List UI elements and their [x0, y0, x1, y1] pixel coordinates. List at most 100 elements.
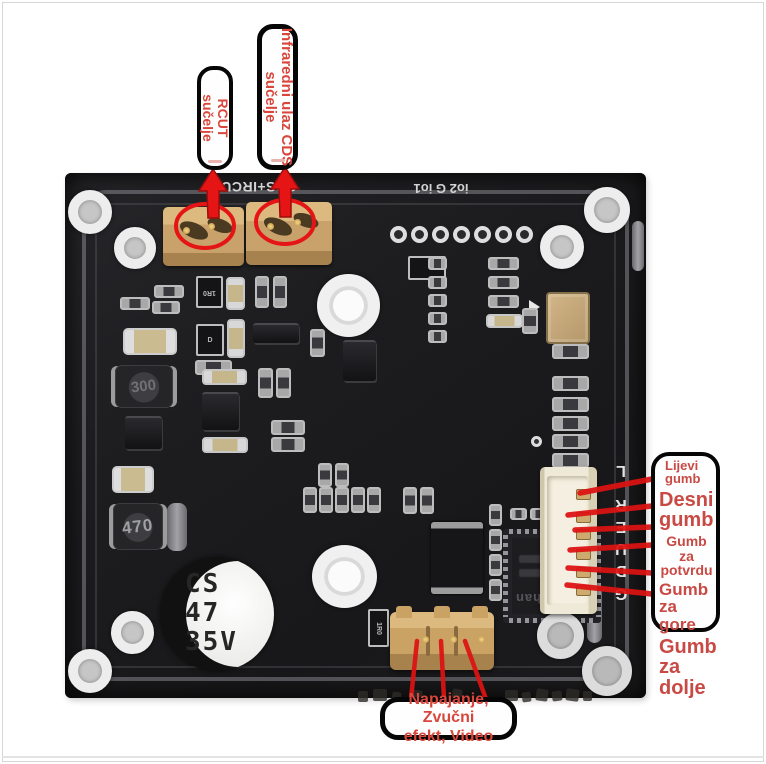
smd-component [428, 257, 447, 270]
osd-button-connector [540, 467, 597, 614]
silkscreen-letter: G [614, 585, 628, 602]
silkscreen-outline-inner [95, 203, 616, 668]
smd-component [123, 328, 177, 355]
smd-component [125, 416, 162, 449]
button-label-down: Gumb za dolje [659, 636, 717, 699]
button-label-right: Desni gumb [659, 488, 714, 531]
watermark-fragment [373, 689, 387, 701]
connector-key [396, 606, 412, 618]
smd-component [488, 276, 519, 289]
connector-pin [294, 219, 301, 226]
smd-component [271, 420, 305, 435]
watermark-fragment [565, 688, 580, 702]
smd-component [552, 397, 589, 412]
watermark-fragment [551, 690, 563, 702]
watermark-fragment [535, 688, 549, 702]
watermark-fragment [521, 691, 532, 703]
photo-bottom-edge [2, 756, 764, 758]
connector-pin-slot [576, 549, 591, 560]
silkscreen-letter: D [615, 562, 627, 579]
smd-component [367, 487, 381, 513]
rcut-callout-line2: sučelje [200, 94, 216, 142]
smd-component [552, 344, 589, 359]
watermark-fragment [505, 690, 518, 701]
button-label-confirm: Gumb za potvrdu [660, 533, 713, 578]
smd-component [428, 294, 447, 307]
watermark-fragment [358, 691, 368, 702]
power-callout-line2: efekt, Video [403, 727, 494, 745]
smd-component [335, 487, 349, 513]
mounting-hole [536, 611, 584, 659]
smd-component [202, 369, 247, 385]
electrolytic-capacitor: CS 47 35V [160, 557, 274, 671]
connector-pin-slot [576, 489, 591, 500]
smd-component [488, 295, 519, 308]
smd-component [226, 277, 245, 310]
rcut-callout: RCUT sučelje [197, 66, 233, 170]
silkscreen-letter: R [615, 496, 627, 513]
inductor-value: 470 [121, 514, 155, 538]
inductor-470: 470 [113, 503, 163, 550]
chip-pins-right [596, 535, 601, 617]
button-label-up: Gumb za gore [659, 580, 709, 634]
silkscreen-cds-ircut-label: CDS+IRCUT- [207, 179, 297, 195]
part-mark: D [207, 336, 213, 344]
mounting-hole [582, 646, 632, 696]
ir-cds-callout-line1: Infraredni ulaz CDS [277, 27, 295, 167]
buttons-callout: Lijevi gumb Desni gumb Gumb za potvrdu G… [651, 452, 720, 698]
mounting-hole [68, 190, 112, 234]
cds-connector [246, 202, 332, 265]
through-hole [453, 226, 470, 243]
through-hole [432, 226, 449, 243]
connector-pin-slot [576, 567, 591, 578]
capacitor-label: CS 47 35V [185, 569, 238, 657]
smd-component: D [196, 324, 224, 356]
smd-component [431, 522, 483, 594]
capacitor-top [186, 561, 274, 667]
connector-pin [267, 223, 274, 230]
crystal-oscillator [546, 292, 590, 344]
power-av-connector [390, 606, 494, 670]
smd-component [273, 276, 287, 308]
connector-pin [208, 223, 215, 230]
lens-mount-hole-top [317, 274, 380, 337]
smd-component [522, 308, 538, 334]
inductor-value: 300 [130, 376, 158, 397]
mounting-hole [584, 187, 630, 233]
silkscreen-letter: U [615, 540, 627, 557]
mounting-hole [540, 225, 584, 269]
smd-component [303, 487, 317, 513]
power-callout-line1: Napajanje, Zvučni [408, 690, 489, 727]
silkscreen-letter: E [615, 518, 627, 535]
through-hole [474, 226, 491, 243]
smd-component [489, 554, 502, 576]
smd-component [489, 529, 502, 551]
smd-component [258, 368, 273, 398]
smd-component [310, 329, 325, 357]
smd-component [552, 416, 589, 431]
connector-pin-slot [576, 585, 591, 596]
smd-component [154, 285, 184, 298]
ir-cds-callout: Infraredni ulaz CDS sučelje [257, 24, 298, 170]
smd-component [318, 463, 332, 487]
smd-component [152, 301, 180, 314]
silkscreen-io-label: io2 G io1 [413, 181, 469, 196]
connector-pin [450, 636, 457, 643]
connector-pin [422, 636, 429, 643]
smd-component [335, 463, 349, 487]
part-mark: 1R0 [375, 621, 382, 635]
ir-cds-callout-line2: sučelje [261, 71, 279, 123]
smd-component [319, 487, 333, 513]
smd-component [552, 453, 589, 468]
red-mark [270, 159, 285, 162]
inductor-300: 300 [115, 365, 173, 408]
smd-component [488, 257, 519, 270]
smd-component [167, 503, 187, 551]
smd-component [202, 392, 239, 430]
button-label-left: Lijevi gumb [665, 458, 701, 487]
rcut-callout-line1: RCUT [215, 98, 231, 138]
smd-component [428, 276, 447, 289]
smd-component [428, 330, 447, 343]
